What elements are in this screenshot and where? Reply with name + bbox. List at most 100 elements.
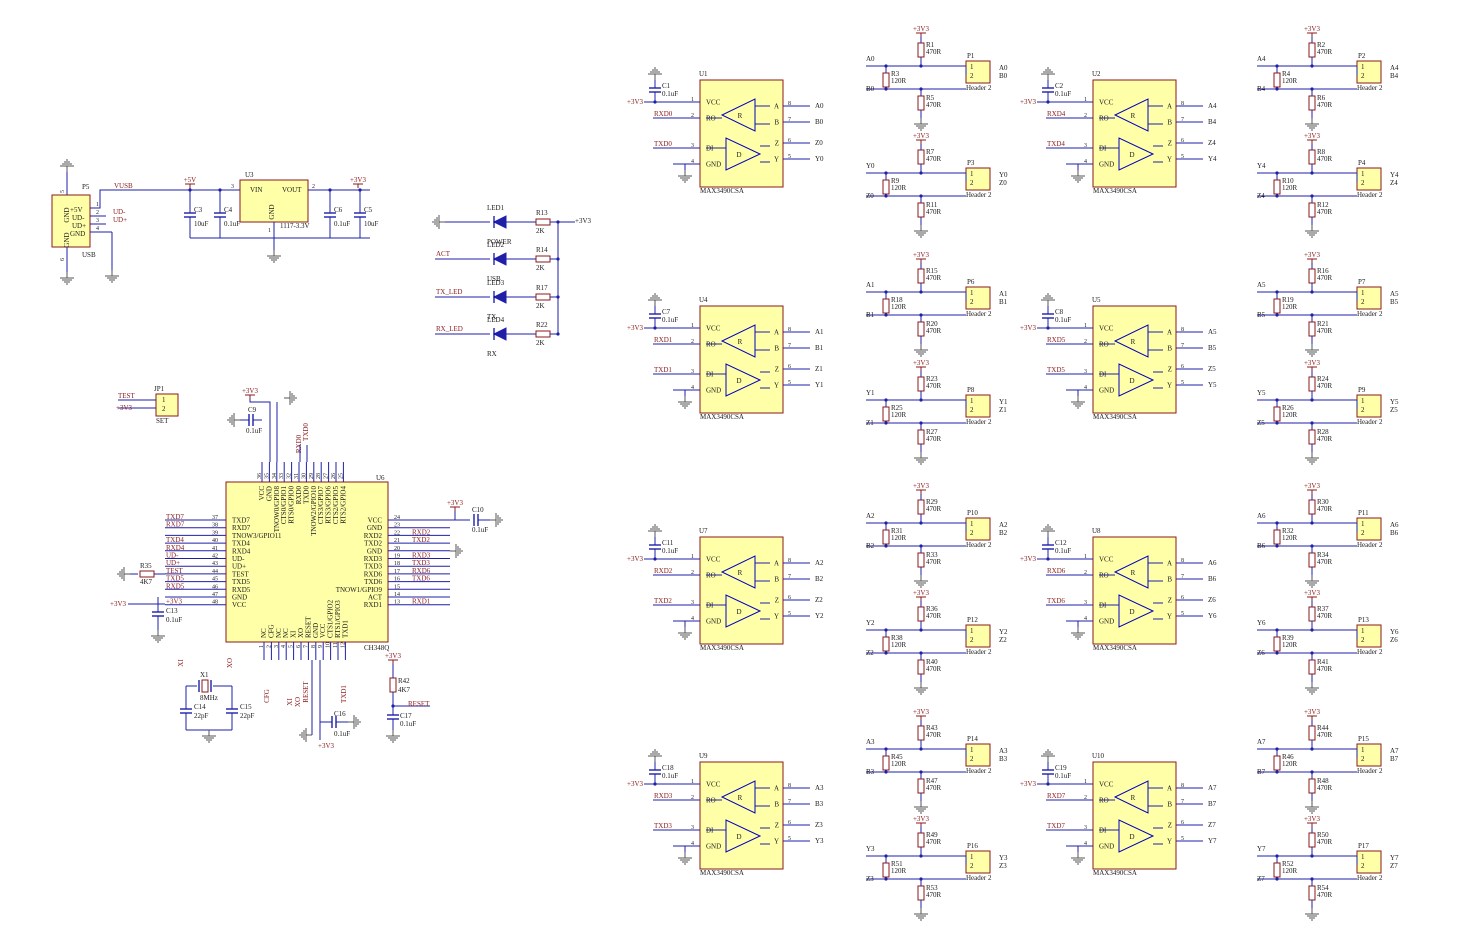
transceiver-pin-label: Z (775, 822, 779, 830)
header-net: Y4 (1390, 171, 1399, 179)
res-value: 120R (891, 77, 907, 85)
chip-pin-label: TXD2 (364, 540, 382, 548)
cap-ref: C9 (248, 406, 257, 414)
chip-net: RXD4 (166, 544, 185, 552)
junction-dot (919, 628, 923, 632)
usb-pin-label: GND (70, 230, 85, 238)
driver-triangle (1118, 594, 1155, 628)
junction-dot (1310, 398, 1314, 402)
pin-number: 16 (394, 577, 400, 583)
receiver-triangle (1113, 555, 1149, 589)
junction-dot (1310, 854, 1314, 858)
res-value: 4K7 (398, 686, 411, 694)
pin-number: 22 (394, 530, 400, 536)
power-label: +3V3 (447, 499, 464, 507)
pin-number: 2 (1084, 113, 1087, 119)
pin-number: 2 (970, 406, 974, 414)
res-value: 470R (926, 505, 942, 513)
receiver-label: R (1131, 569, 1136, 577)
pin-number: 6 (296, 645, 302, 648)
res-value: 470R (1317, 558, 1333, 566)
ch348q-chip: U6CH348QTXD737TXD7RXD738RXD7TNOW3/GPIO11… (110, 387, 503, 750)
chip-pin-label: TXD5 (232, 578, 250, 586)
transceiver-pin-label: Z (1168, 597, 1172, 605)
pin-number: 32 (287, 473, 293, 479)
header-net: Y0 (999, 171, 1008, 179)
usb-name: USB (82, 251, 96, 259)
led-label: USB (487, 275, 501, 283)
bias-net: Z7 (1257, 875, 1265, 883)
resistor-body (139, 570, 155, 578)
transceiver-net: B6 (1208, 575, 1217, 583)
header-net: Z7 (1390, 862, 1398, 870)
res-ref: R53 (926, 884, 938, 892)
pin-number: 45 (212, 577, 218, 583)
capacitor (473, 514, 479, 526)
res-value: 470R (1317, 784, 1333, 792)
chip-pin-label: TXD1 (341, 620, 349, 638)
pin-number: 4 (1084, 159, 1087, 165)
header-ref: P10 (967, 509, 978, 517)
transceiver-pin-label: B (774, 576, 779, 584)
pin-number: 3 (274, 645, 280, 648)
bias-net: Y5 (1257, 389, 1266, 397)
power-label: +3V3 (913, 359, 930, 367)
resistor-body (917, 552, 925, 568)
resistor-body (535, 218, 551, 226)
pin-number: 6 (788, 138, 791, 144)
header-net: Y2 (999, 628, 1008, 636)
resistor-body (1308, 376, 1316, 392)
res-value: 470R (1317, 435, 1333, 443)
junction-dot (1310, 747, 1314, 751)
bias-network-p15: +3V3R44470RA7R46120RB7R48470RP1512Header… (1257, 708, 1399, 814)
led-label: TX (487, 313, 496, 321)
header-net: Z4 (1390, 179, 1398, 187)
bias-network-p12: +3V3R36470RY2R38120RZ2R40470RP1212Header… (866, 589, 1008, 695)
transceiver-pin-label: GND (706, 387, 721, 395)
ground-symbol (1305, 452, 1319, 465)
pin-number: 29 (309, 473, 315, 479)
pin-number: 20 (394, 546, 400, 552)
power-port: +3V3 (447, 499, 464, 511)
header-name: Header 2 (966, 418, 992, 426)
cap-value: 0.1uF (400, 720, 416, 728)
chip-pin-label: RXD0 (295, 486, 303, 505)
resistor-body (1308, 725, 1316, 741)
driver-label: D (1129, 377, 1134, 385)
transceiver-net: B1 (815, 344, 824, 352)
res-value: 470R (1317, 155, 1333, 163)
header-ref: P11 (1358, 509, 1369, 517)
res-value: 470R (926, 838, 942, 846)
res-ref: R41 (1317, 658, 1329, 666)
ground-symbol (678, 170, 692, 183)
res-value: 120R (1282, 184, 1298, 192)
pin-number: 3 (96, 218, 99, 224)
power-label: +3V3 (385, 652, 402, 660)
usb-vbus-wire (90, 189, 240, 209)
pin-number: 5 (788, 154, 791, 160)
chip-pin-label: RXD3 (364, 555, 383, 563)
pin-number: 2 (970, 862, 974, 870)
header-ref: P8 (967, 386, 975, 394)
pin-number: 38 (212, 523, 218, 529)
junction-dot (919, 398, 923, 402)
junction-dot (919, 747, 923, 751)
res-value: 470R (1317, 382, 1333, 390)
res-value: 470R (926, 665, 942, 673)
res-ref: R52 (1282, 860, 1294, 868)
pin-number: 18 (394, 561, 400, 567)
ground-symbol (490, 513, 503, 527)
chip-pin-label: RTS0/GPIO0 (288, 486, 296, 524)
transceiver-net: A7 (1208, 784, 1217, 792)
res-ref: R5 (926, 94, 935, 102)
pin-number: 4 (1084, 616, 1087, 622)
transceiver-net: B3 (815, 800, 824, 808)
led-net: ACT (436, 250, 451, 258)
header-name: Header 2 (1357, 191, 1383, 199)
resistor-body (1273, 755, 1281, 771)
chip-net: RXD6 (412, 567, 431, 575)
transceiver-pin-label: VCC (706, 325, 721, 333)
